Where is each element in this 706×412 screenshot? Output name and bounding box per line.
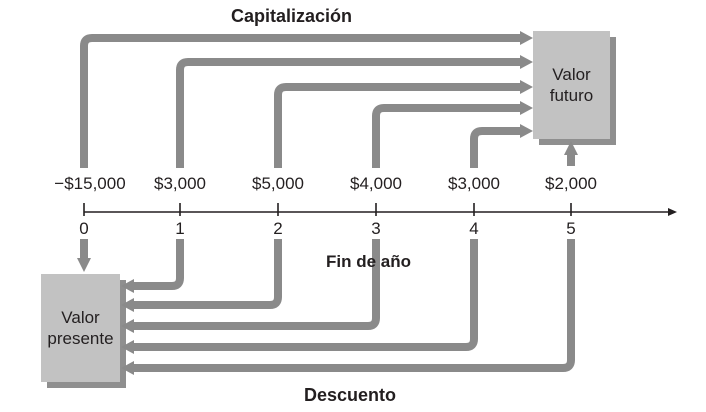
year-label-4: 4 bbox=[459, 219, 489, 239]
arrowhead-compound-0 bbox=[520, 31, 533, 45]
compounding-arrow-year-0 bbox=[80, 34, 522, 168]
arrowhead-compound-1 bbox=[520, 55, 533, 69]
compounding-arrow-year-2 bbox=[274, 83, 522, 168]
arrowhead-compound-5 bbox=[564, 141, 578, 155]
axis-label: Fin de año bbox=[326, 252, 411, 271]
year-label-0: 0 bbox=[69, 219, 99, 239]
present-value-label-line2: presente bbox=[47, 329, 114, 348]
discounting-title: Descuento bbox=[304, 385, 397, 405]
time-axis-arrowhead bbox=[668, 208, 677, 216]
compounding-title: Capitalización bbox=[231, 6, 353, 26]
arrowhead-compound-3 bbox=[520, 101, 533, 115]
year-label-2: 2 bbox=[263, 219, 293, 239]
cash-flow-amount-1: $3,000 bbox=[154, 174, 206, 193]
arrowhead-discount-4 bbox=[121, 340, 134, 354]
compounding-arrow-year-4 bbox=[470, 127, 522, 168]
cash-flow-amount-5: $2,000 bbox=[545, 174, 597, 193]
arrowhead-compound-2 bbox=[520, 80, 533, 94]
arrowhead-discount-1 bbox=[121, 279, 134, 293]
arrowhead-discount-5 bbox=[121, 361, 134, 375]
discounting-arrow-year-2 bbox=[132, 237, 282, 309]
cash-flow-amount-3: $4,000 bbox=[350, 174, 402, 193]
year-label-3: 3 bbox=[361, 219, 391, 239]
future-value-label-line1: Valor bbox=[552, 65, 591, 84]
discounting-arrow-year-5 bbox=[132, 237, 575, 372]
present-value-box bbox=[41, 274, 120, 382]
year-label-1: 1 bbox=[165, 219, 195, 239]
compounding-arrow-year-1 bbox=[176, 58, 522, 168]
present-value-label: Valor presente bbox=[41, 307, 120, 349]
arrowhead-discount-3 bbox=[121, 319, 134, 333]
cash-flow-amount-2: $5,000 bbox=[252, 174, 304, 193]
cash-flow-amount-4: $3,000 bbox=[448, 174, 500, 193]
compounding-arrow-year-3 bbox=[372, 104, 522, 168]
arrowhead-discount-0 bbox=[77, 258, 91, 272]
arrowhead-compound-4 bbox=[520, 124, 533, 138]
future-value-box bbox=[533, 31, 610, 139]
arrowhead-discount-2 bbox=[121, 298, 134, 312]
future-value-label: Valor futuro bbox=[533, 64, 610, 106]
year-label-5: 5 bbox=[556, 219, 586, 239]
discounting-arrow-year-1 bbox=[132, 237, 184, 290]
cash-flow-amount-0: −$15,000 bbox=[45, 174, 135, 194]
future-value-label-line2: futuro bbox=[549, 86, 594, 105]
discounting-arrow-year-4 bbox=[132, 237, 478, 351]
present-value-label-line1: Valor bbox=[61, 308, 100, 327]
discounting-arrow-year-3 bbox=[132, 237, 380, 330]
